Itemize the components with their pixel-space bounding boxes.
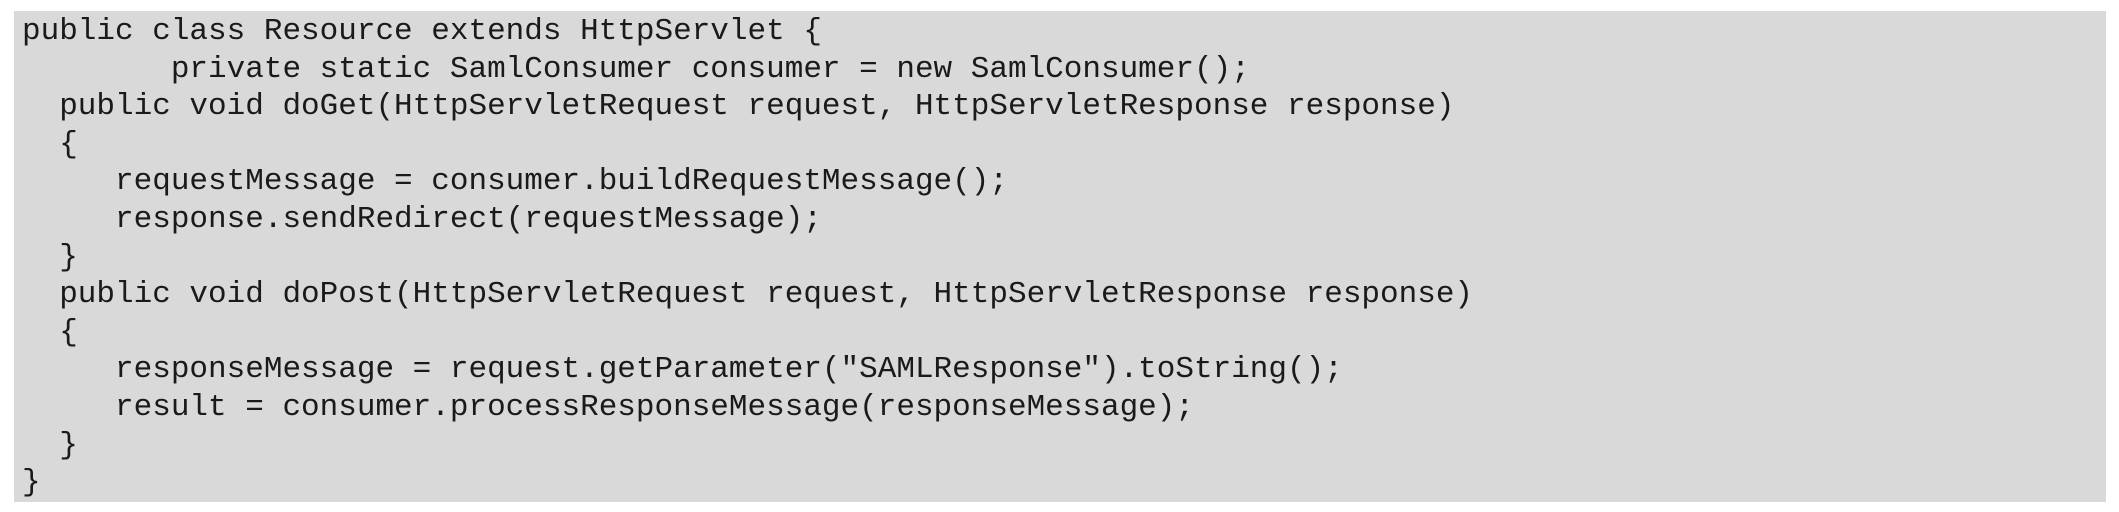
code-line-doget-signature: public void doGet(HttpServletRequest req… <box>22 89 1455 125</box>
code-line-send-redirect: response.sendRedirect(requestMessage); <box>22 201 822 237</box>
code-line-dopost-signature: public void doPost(HttpServletRequest re… <box>22 277 1474 313</box>
code-line-dopost-open-brace: { <box>22 314 78 350</box>
code-line-doget-open-brace: { <box>22 126 78 162</box>
code-line-build-request: requestMessage = consumer.buildRequestMe… <box>22 164 1008 200</box>
code-line-process-response: result = consumer.processResponseMessage… <box>22 389 1194 425</box>
code-line-dopost-close-brace: } <box>22 427 78 463</box>
code-line-class-close-brace: } <box>22 465 41 501</box>
code-block: public class Resource extends HttpServle… <box>14 11 2106 502</box>
code-line-get-parameter: responseMessage = request.getParameter("… <box>22 352 1343 388</box>
code-line-doget-close-brace: } <box>22 239 78 275</box>
code-line-consumer-field: private static SamlConsumer consumer = n… <box>22 51 1250 87</box>
code-line-class-declaration: public class Resource extends HttpServle… <box>22 14 822 49</box>
